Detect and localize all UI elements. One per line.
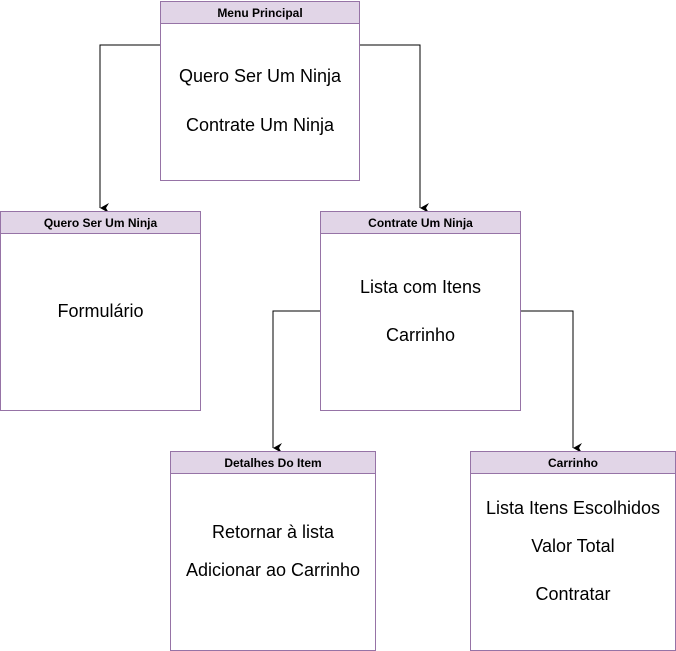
edge-menu-to-contrate <box>360 44 429 213</box>
box-detalhes-do-item-item-adicionar: Adicionar ao Carrinho <box>185 560 361 580</box>
box-contrate-um-ninja: Contrate Um Ninja Lista com Itens Carrin… <box>320 211 521 411</box>
box-carrinho-item-valor-total: Valor Total <box>531 536 615 556</box>
box-quero-ser-um-ninja-title: Quero Ser Um Ninja <box>1 212 200 234</box>
box-carrinho-item-lista-itens: Lista Itens Escolhidos <box>485 498 661 518</box>
box-menu-principal-item-quero-ser: Quero Ser Um Ninja <box>178 66 342 86</box>
box-contrate-um-ninja-item-carrinho: Carrinho <box>385 325 456 345</box>
box-menu-principal: Menu Principal Quero Ser Um Ninja Contra… <box>160 1 360 181</box>
edge-contrate-to-carrinho <box>520 310 582 453</box>
box-detalhes-do-item: Detalhes Do Item Retornar à lista Adicio… <box>170 451 376 651</box>
edge-menu-to-quero-ser <box>99 44 160 213</box>
box-contrate-um-ninja-title: Contrate Um Ninja <box>321 212 520 234</box>
box-menu-principal-title: Menu Principal <box>161 2 359 24</box>
box-contrate-um-ninja-item-lista: Lista com Itens <box>359 277 482 297</box>
box-quero-ser-um-ninja-item-formulario: Formulário <box>57 301 144 321</box>
box-quero-ser-um-ninja: Quero Ser Um Ninja Formulário <box>0 211 201 411</box>
box-menu-principal-item-contrate: Contrate Um Ninja <box>185 115 335 135</box>
box-carrinho-item-contratar: Contratar <box>535 584 611 604</box>
box-carrinho: Carrinho Lista Itens Escolhidos Valor To… <box>470 451 676 651</box>
edge-contrate-to-detalhes <box>272 310 320 453</box>
box-detalhes-do-item-item-retornar: Retornar à lista <box>211 522 335 542</box>
box-carrinho-title: Carrinho <box>471 452 675 474</box>
box-detalhes-do-item-title: Detalhes Do Item <box>171 452 375 474</box>
